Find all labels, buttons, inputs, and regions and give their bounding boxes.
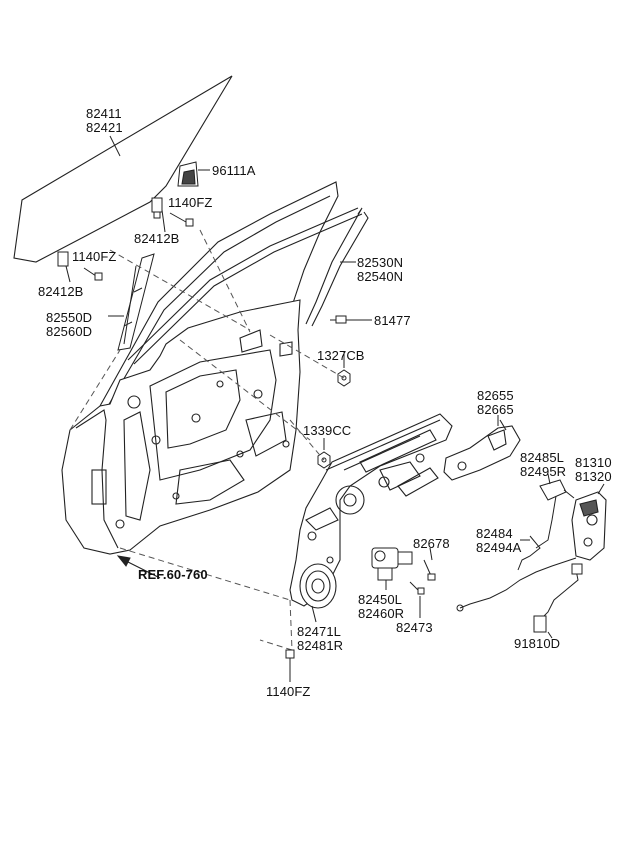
- label-glass-82411: 82411: [86, 106, 122, 121]
- leader-82678: [429, 547, 433, 561]
- ref-arrow: [116, 555, 161, 579]
- bolt-bottom-part: [285, 649, 295, 670]
- label-handle-82655: 82655: [477, 388, 514, 403]
- bolt-upper-part: [169, 212, 194, 227]
- label-cable-82494a: 82494A: [476, 540, 522, 555]
- label-delta-cover-96111a: 96111A: [212, 163, 256, 178]
- label-screw-82473: 82473: [396, 620, 433, 635]
- label-nut-1327cb: 1327CB: [317, 348, 365, 363]
- label-ref-60-760: REF.60-760: [138, 567, 208, 582]
- label-latch-81320: 81320: [575, 469, 612, 484]
- label-bracket-82412b-left: 82412B: [38, 284, 84, 299]
- label-weatherstrip-82540n: 82540N: [357, 269, 404, 284]
- leader-81310: [597, 483, 605, 495]
- label-screw-82678: 82678: [413, 536, 450, 551]
- glass-bracket-upper: [151, 197, 163, 219]
- delta-cover-part: [177, 161, 199, 187]
- door-latch-part: [571, 491, 607, 561]
- label-bolt-1140fz-bottom: 1140FZ: [266, 684, 311, 699]
- door-glass: [13, 75, 233, 263]
- label-bolt-1140fz-left: 1140FZ: [72, 249, 117, 264]
- outside-handle-part: [443, 419, 521, 481]
- screw-82678-part: [423, 559, 436, 581]
- leader-82412b-upper: [161, 209, 166, 233]
- label-glass-82421: 82421: [86, 120, 123, 135]
- label-clip-81477: 81477: [374, 313, 411, 328]
- clip-81477-part: [330, 315, 347, 324]
- label-handle-82665: 82665: [477, 402, 514, 417]
- leader-82411: [109, 135, 121, 157]
- wiring-harness-part: [533, 563, 583, 633]
- label-wiring-91810d: 91810D: [514, 636, 561, 651]
- lock-rod-part: [535, 479, 575, 549]
- weatherstrip-part: [127, 207, 369, 365]
- bolt-left-part: [83, 267, 103, 281]
- regulator-motor-part: [371, 547, 413, 581]
- label-motor-82460r: 82460R: [358, 606, 405, 621]
- door-inner-panel: [61, 181, 339, 555]
- label-bracket-82412b-upper: 82412B: [134, 231, 180, 246]
- label-regulator-82481r: 82481R: [297, 638, 344, 653]
- lock-cable-part: [456, 535, 577, 612]
- label-rod-82495r: 82495R: [520, 464, 567, 479]
- run-channel-part: [117, 253, 155, 351]
- label-latch-81310: 81310: [575, 455, 612, 470]
- leader-91810d: [547, 631, 553, 639]
- leader-82471l: [311, 605, 317, 623]
- screw-82473-part: [409, 581, 425, 595]
- label-regulator-82471l: 82471L: [297, 624, 341, 639]
- label-bolt-1140fz-upper: 1140FZ: [168, 195, 213, 210]
- label-channel-82550d: 82550D: [46, 310, 93, 325]
- label-cable-82484: 82484: [476, 526, 513, 541]
- leader-82412b-left: [65, 265, 71, 283]
- dashed-reference-lines: [69, 229, 345, 651]
- window-regulator-part: [289, 413, 453, 609]
- label-rod-82485l: 82485L: [520, 450, 564, 465]
- label-motor-82450l: 82450L: [358, 592, 402, 607]
- leader-82485l: [547, 473, 551, 485]
- label-nut-1339cc: 1339CC: [303, 423, 352, 438]
- label-channel-82560d: 82560D: [46, 324, 93, 339]
- label-weatherstrip-82530n: 82530N: [357, 255, 404, 270]
- glass-bracket-left: [57, 251, 69, 267]
